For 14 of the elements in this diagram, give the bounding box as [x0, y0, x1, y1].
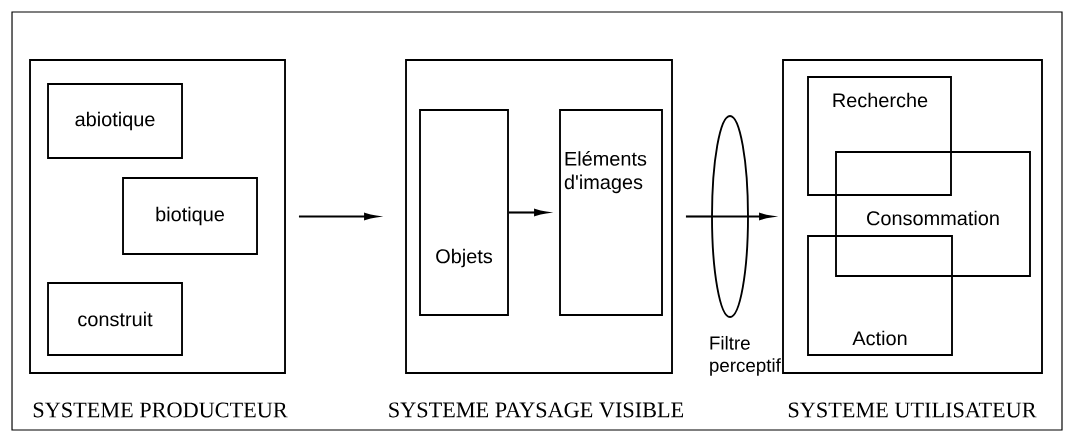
- box: construit: [47, 282, 183, 356]
- box: Eléments d'images: [559, 109, 663, 316]
- box: abiotique: [47, 83, 183, 159]
- node-label: SYSTEME UTILISATEUR: [788, 402, 1037, 418]
- box: biotique: [122, 177, 258, 255]
- line: [685, 215, 712, 218]
- node-label: SYSTEME PRODUCTEUR: [33, 402, 288, 418]
- box: Consommation: [835, 151, 1031, 277]
- box: Recherche: [807, 76, 952, 196]
- filter-ellipse: [711, 115, 749, 318]
- node-label: SYSTEME PAYSAGE VISIBLE: [389, 402, 684, 418]
- box: Objets: [419, 109, 509, 316]
- filter-label: Filtre perceptif: [710, 335, 781, 376]
- box: Action: [807, 235, 953, 356]
